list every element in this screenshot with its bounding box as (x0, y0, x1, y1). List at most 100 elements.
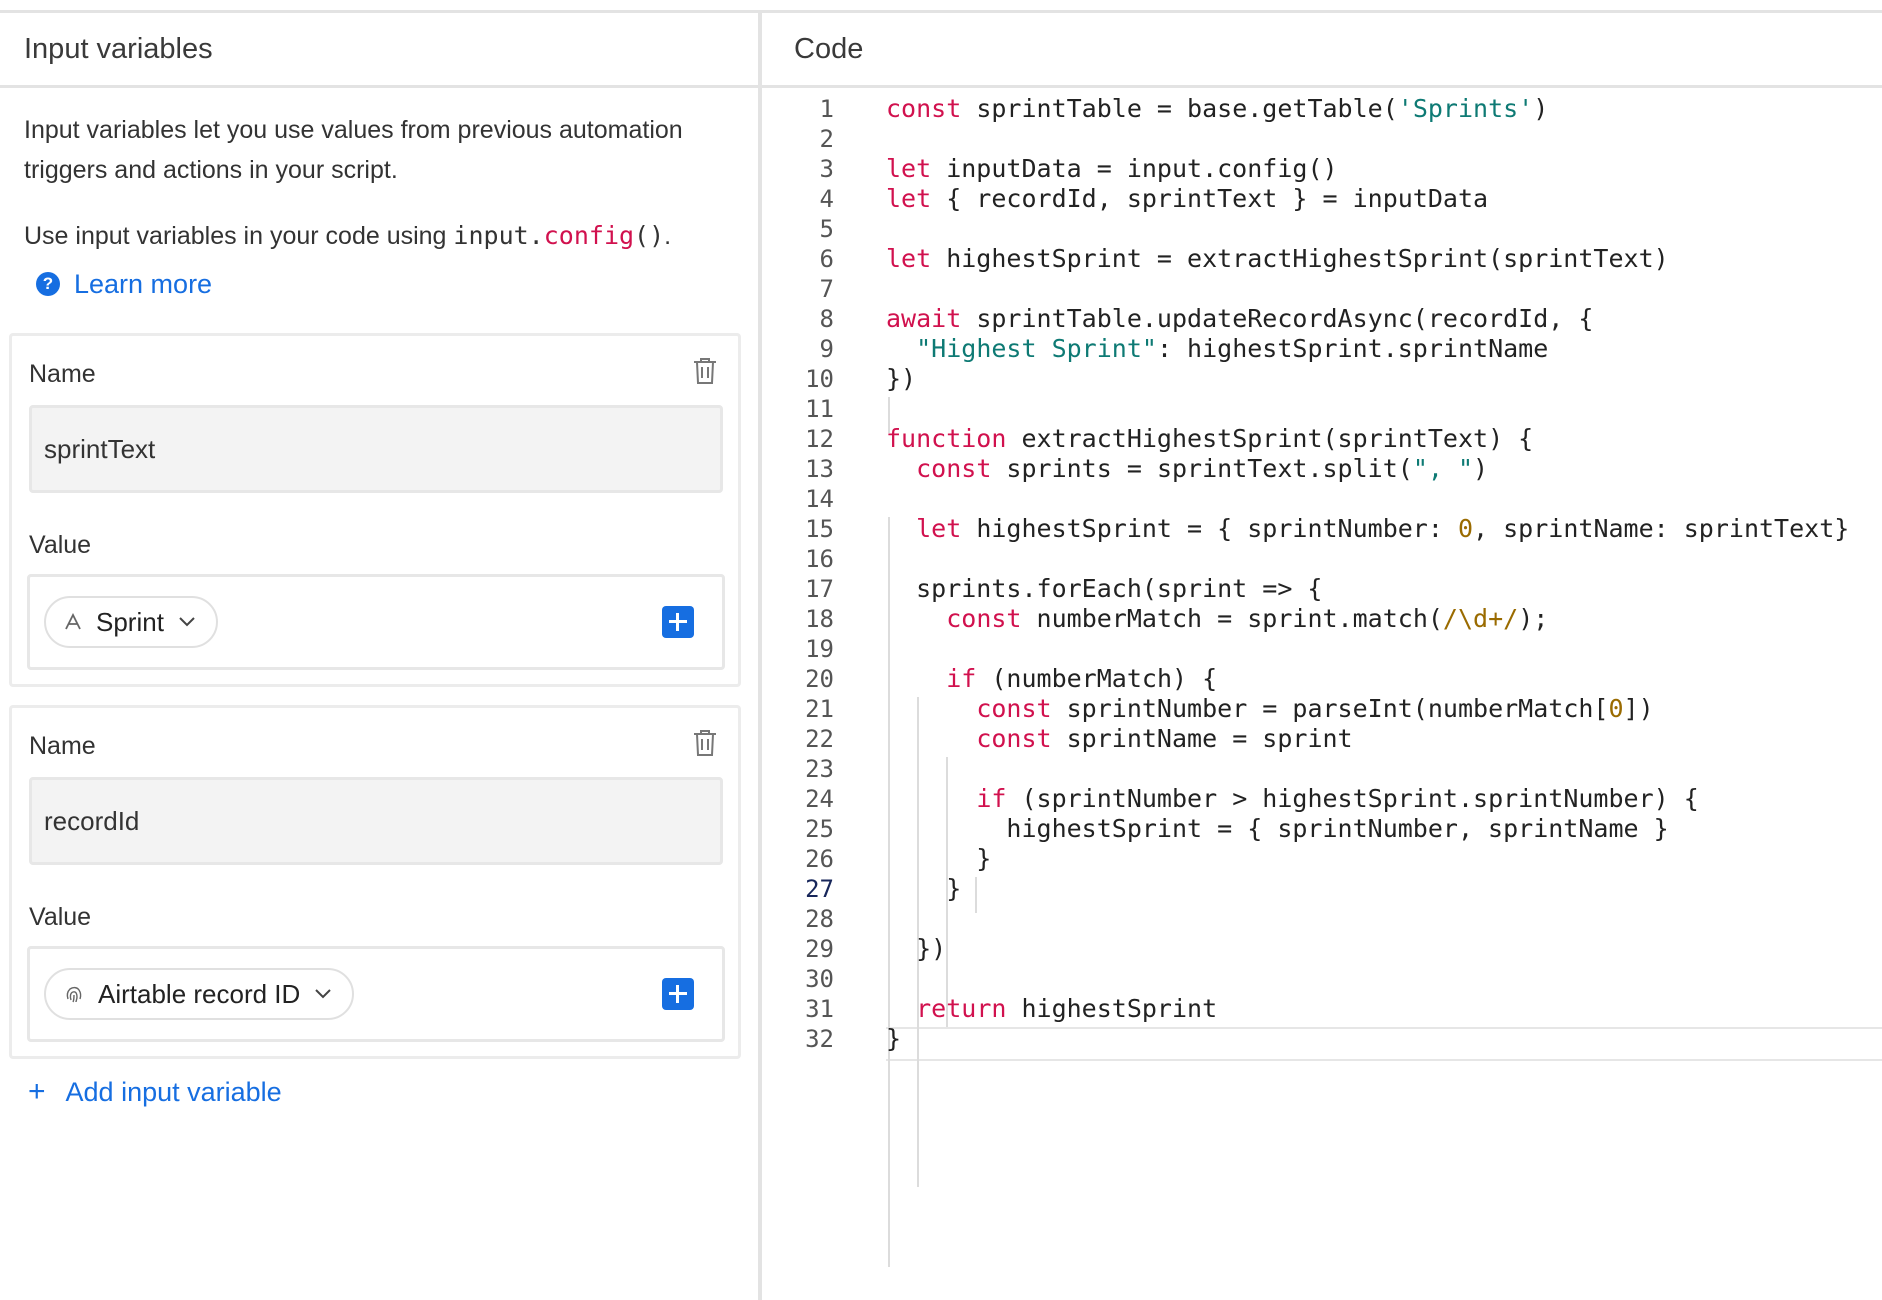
code-line[interactable]: 30 (762, 961, 1882, 997)
code-line[interactable]: 16 (762, 541, 1882, 577)
line-number: 11 (805, 395, 834, 423)
code-line[interactable]: 26 } (762, 841, 1882, 877)
help-circle-icon: ? (36, 272, 60, 296)
variable-value-box[interactable]: Sprint (27, 574, 725, 670)
code-line[interactable]: 31 return highestSprint (762, 991, 1882, 1027)
code-line[interactable]: 15 let highestSprint = { sprintNumber: 0… (762, 511, 1882, 547)
top-border (0, 0, 1882, 13)
line-number: 5 (819, 215, 834, 243)
code-line[interactable]: 20 if (numberMatch) { (762, 661, 1882, 697)
line-number: 22 (805, 725, 834, 753)
code-line[interactable]: 29 }) (762, 931, 1882, 967)
code-line[interactable]: 27 } (762, 871, 1882, 907)
code-text: if (sprintNumber > highestSprint.sprintN… (976, 784, 1699, 813)
indent-guide (946, 757, 948, 1027)
indent-guide (975, 877, 977, 913)
line-number: 2 (819, 125, 834, 153)
line-number: 17 (805, 575, 834, 603)
code-line[interactable]: 10}) (762, 361, 1882, 397)
line-number: 3 (819, 155, 834, 183)
chevron-down-icon (178, 616, 196, 628)
code-line[interactable]: 3 let inputData = input.config() (762, 151, 1882, 187)
line-number: 23 (805, 755, 834, 783)
code-line[interactable]: 28 (762, 901, 1882, 937)
field-selector[interactable]: Airtable record ID (44, 968, 355, 1020)
code-line[interactable]: 17 sprints.forEach(sprint => { (762, 571, 1882, 607)
line-number: 30 (805, 965, 834, 993)
value-label: Value (29, 903, 92, 931)
code-line[interactable]: 32} (762, 1021, 1882, 1057)
value-label: Value (29, 531, 92, 559)
line-number: 14 (805, 485, 834, 513)
code-text: sprints.forEach(sprint => { (886, 574, 1323, 603)
usage-code-fn: config (543, 221, 635, 250)
code-line[interactable]: 7 (762, 271, 1882, 307)
name-label: Name (29, 360, 96, 388)
field-selector[interactable]: Sprint (44, 596, 218, 648)
code-line[interactable]: 25 highestSprint = { sprintNumber, sprin… (762, 811, 1882, 847)
insert-value-button[interactable] (662, 606, 694, 638)
code-line[interactable]: 9 "Highest Sprint": highestSprint.sprint… (762, 331, 1882, 367)
code-line[interactable]: 11 (762, 391, 1882, 427)
code-line[interactable]: 19 (762, 631, 1882, 667)
code-text: function extractHighestSprint(sprintText… (886, 424, 1534, 453)
line-number: 8 (819, 305, 834, 333)
code-line[interactable]: 4 let { recordId, sprintText } = inputDat… (762, 181, 1882, 217)
code-text: let highestSprint = extractHighestSprint… (886, 244, 1669, 273)
code-text: const sprints = sprintText.split(", ") (916, 454, 1489, 483)
line-number: 25 (805, 815, 834, 843)
code-text: let { recordId, sprintText } = inputData (886, 184, 1489, 213)
chevron-down-icon (314, 988, 332, 1000)
code-line[interactable]: 13 const sprints = sprintText.split(", "… (762, 451, 1882, 487)
trash-icon[interactable] (692, 728, 718, 758)
code-line[interactable]: 5 (762, 211, 1882, 247)
line-number: 4 (819, 185, 834, 213)
code-line[interactable]: 24 if (sprintNumber > highestSprint.spri… (762, 781, 1882, 817)
line-number: 10 (805, 365, 834, 393)
code-text: return highestSprint (916, 994, 1218, 1023)
code-text: const sprintNumber = parseInt(numberMatc… (976, 694, 1654, 723)
code-text: "Highest Sprint": highestSprint.sprintNa… (916, 334, 1549, 363)
code-text: const sprintTable = base.getTable('Sprin… (886, 94, 1549, 123)
panel-title: Input variables (24, 32, 213, 65)
line-number: 29 (805, 935, 834, 963)
input-variables-panel: Input variables Input variables let you … (0, 13, 758, 1300)
variable-name-input[interactable]: sprintText (29, 405, 723, 493)
line-number: 32 (805, 1025, 834, 1053)
code-text: let highestSprint = { sprintNumber: 0, s… (916, 514, 1850, 543)
code-line[interactable]: 21 const sprintNumber = parseInt(numberM… (762, 691, 1882, 727)
panel-divider[interactable] (758, 13, 762, 1300)
code-text: }) (886, 364, 917, 393)
code-text: const sprintName = sprint (976, 724, 1353, 753)
code-line[interactable]: 18 const numberMatch = sprint.match(/\d+… (762, 601, 1882, 637)
insert-value-button[interactable] (662, 978, 694, 1010)
trash-icon[interactable] (692, 356, 718, 386)
add-input-variable-button[interactable]: + Add input variable (28, 1075, 282, 1109)
usage-code: input.config() (453, 221, 664, 250)
variable-value-box[interactable]: Airtable record ID (27, 946, 725, 1042)
line-number: 26 (805, 845, 834, 873)
code-line[interactable]: 23 (762, 751, 1882, 787)
code-line[interactable]: 2 (762, 121, 1882, 157)
code-text: let inputData = input.config() (886, 154, 1338, 183)
input-variable-card: Name recordId Value Airtable record ID (9, 705, 741, 1059)
current-line-highlight (886, 1027, 1882, 1061)
variable-name-input[interactable]: recordId (29, 777, 723, 865)
text-field-icon (64, 613, 82, 631)
line-number: 31 (805, 995, 834, 1023)
line-number: 9 (819, 335, 834, 363)
usage-prefix: Use input variables in your code using (24, 222, 454, 250)
learn-more-link[interactable]: ? Learn more (36, 264, 734, 304)
code-text: } (886, 844, 992, 873)
field-name: Sprint (96, 606, 164, 637)
line-number: 18 (805, 605, 834, 633)
line-number: 16 (805, 545, 834, 573)
line-number: 15 (805, 515, 834, 543)
code-line[interactable]: 22 const sprintName = sprint (762, 721, 1882, 757)
code-line[interactable]: 14 (762, 481, 1882, 517)
